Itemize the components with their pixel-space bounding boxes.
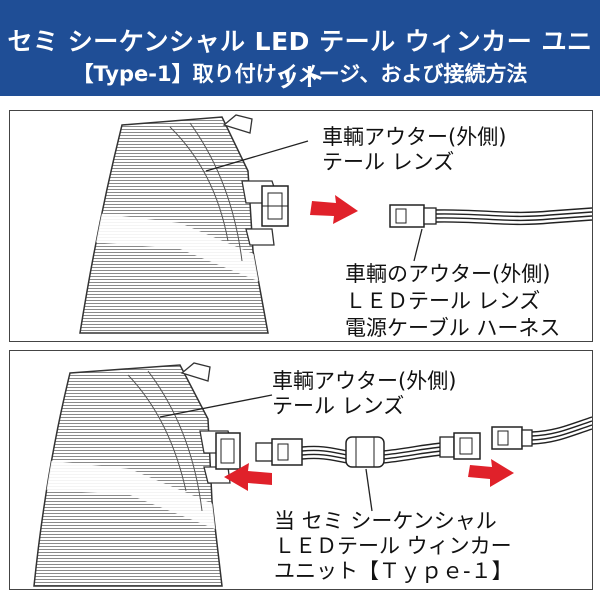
title-banner: セミ シーケンシャル LED テール ウィンカー ユニット 【Type-1】取り…: [0, 0, 600, 96]
harness-connector: [491, 426, 533, 450]
page-title: セミ シーケンシャル LED テール ウィンカー ユニット: [7, 27, 593, 92]
label-line: 車輌アウター(外側): [272, 369, 457, 393]
tail-lamp-lens: [33, 362, 233, 587]
label-line: 電源ケーブル ハーネス: [345, 316, 561, 340]
leader-line-unit: [365, 468, 373, 512]
label-sequential-unit: 当 セミ シーケンシャル ＬＥＤテール ウィンカー ユニット【Ｔｙｐｅ-１】: [274, 509, 513, 584]
red-arrow-left: [224, 463, 272, 491]
label-line: 当 セミ シーケンシャル: [274, 509, 497, 533]
harness-cable: [435, 207, 592, 226]
unit-connector-left: [255, 438, 303, 466]
harness-cable: [531, 416, 592, 445]
label-line: テール レンズ: [322, 150, 455, 174]
panel-before-connection: 車輌アウター(外側) テール レンズ 車輌のアウター(外側) ＬＥＤテール レン…: [9, 110, 593, 342]
panel-bottom-drawing: [33, 362, 592, 587]
label-line: 車輌のアウター(外側): [345, 262, 551, 286]
label-power-harness: 車輌のアウター(外側) ＬＥＤテール レンズ 電源ケーブル ハーネス: [345, 261, 560, 342]
leader-line-lens: [159, 394, 273, 418]
panel-top-drawing: [79, 114, 592, 334]
label-outer-tail-lens: 車輌アウター(外側) テール レンズ: [272, 369, 456, 419]
red-arrow-right: [468, 459, 514, 487]
leader-line-harness: [413, 228, 423, 262]
label-line: ユニット【Ｔｙｐｅ-１】: [274, 559, 513, 583]
control-module: [345, 436, 385, 468]
leader-line-lens: [205, 140, 309, 172]
label-line: ＬＥＤテール レンズ: [345, 289, 541, 313]
label-line: ＬＥＤテール ウィンカー: [274, 534, 512, 558]
tail-lamp-lens: [79, 114, 277, 334]
page-subtitle: 【Type-1】取り付けイメージ、および接続方法: [72, 62, 528, 86]
label-line: 車輌アウター(外側): [322, 125, 507, 149]
unit-connector-right: [439, 432, 481, 460]
panel-after-connection: 車輌アウター(外側) テール レンズ 当 セミ シーケンシャル ＬＥＤテール ウ…: [9, 350, 593, 590]
label-outer-tail-lens: 車輌アウター(外側) テール レンズ: [322, 125, 506, 175]
red-arrow-right: [310, 195, 358, 224]
unit-cable: [301, 442, 443, 464]
harness-connector: [389, 204, 437, 228]
lamp-side-connector: [215, 432, 241, 470]
lamp-side-connector: [261, 185, 289, 227]
label-line: テール レンズ: [272, 394, 405, 418]
